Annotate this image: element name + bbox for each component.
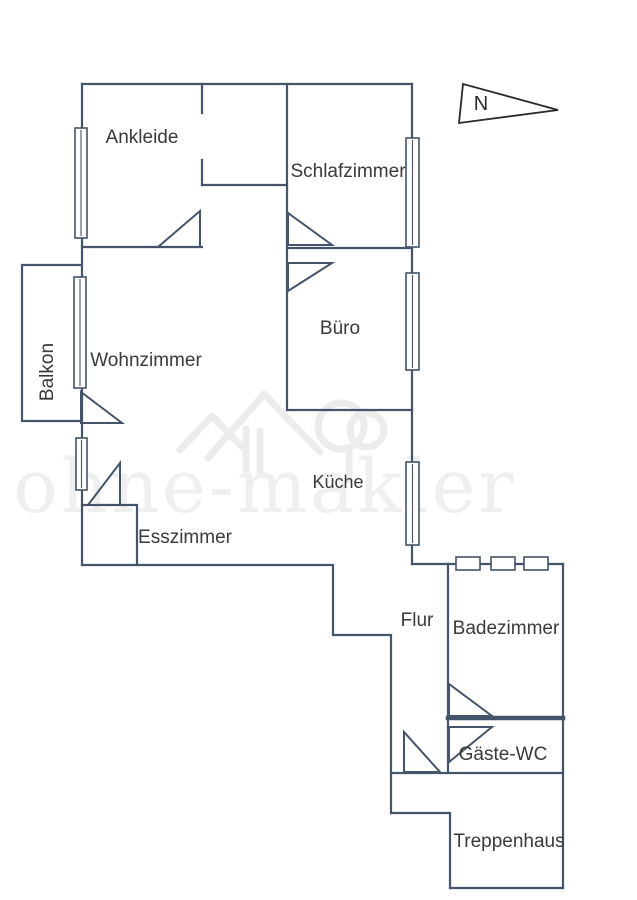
- room-label-ankleide: Ankleide: [106, 127, 179, 148]
- room-label-schlafzimmer: Schlafzimmer: [290, 161, 406, 182]
- north-arrow-label: N: [474, 93, 488, 115]
- doors: [80, 208, 496, 773]
- watermark-text: ohne-makler: [13, 444, 517, 530]
- window-schlafzimmer: [405, 137, 420, 248]
- room-label-balkon: Balkon: [37, 343, 58, 401]
- room-label-flur: Flur: [401, 610, 434, 631]
- door-swing-balcony: [80, 389, 125, 424]
- north-arrow: N: [457, 82, 559, 125]
- door-swing-schlafzimmer: [287, 211, 336, 246]
- room-label-kueche: Küche: [312, 472, 363, 492]
- room-label-gaeste-wc: Gäste-WC: [459, 744, 548, 765]
- room-labels: Ankleide Schlafzimmer Büro Wohnzimmer Ba…: [37, 127, 565, 852]
- window-bad-1: [455, 556, 481, 571]
- window-balcony-door: [73, 276, 87, 389]
- window-buero: [405, 272, 420, 371]
- wall-stair-step: [389, 811, 452, 890]
- room-label-wohnzimmer: Wohnzimmer: [90, 350, 202, 371]
- door-swing-esszimmer: [85, 460, 121, 506]
- window-esszimmer: [75, 437, 88, 491]
- windows: [73, 127, 549, 571]
- window-ankleide: [74, 127, 88, 239]
- door-swing-buero: [287, 262, 336, 293]
- door-swing-badezimmer: [448, 682, 496, 717]
- door-swing-entrance: [403, 729, 443, 773]
- north-arrow-icon: [457, 82, 559, 125]
- watermark-tree-icon: [314, 399, 388, 484]
- window-bad-3: [523, 556, 549, 571]
- room-label-esszimmer: Esszimmer: [138, 527, 233, 548]
- window-bad-2: [490, 556, 516, 571]
- room-label-treppenhaus: Treppenhaus: [453, 831, 564, 852]
- watermark-house-icon: [176, 390, 324, 476]
- watermark: ohne-makler: [13, 390, 517, 530]
- door-swing-gaeste-wc: [448, 726, 495, 765]
- window-kueche: [405, 461, 420, 546]
- room-label-badezimmer: Badezimmer: [453, 618, 560, 639]
- room-label-buero: Büro: [320, 318, 360, 339]
- door-swing-ankleide: [155, 208, 201, 248]
- wall-bottom-left-step: [80, 563, 393, 815]
- wall-balcony: [20, 263, 82, 423]
